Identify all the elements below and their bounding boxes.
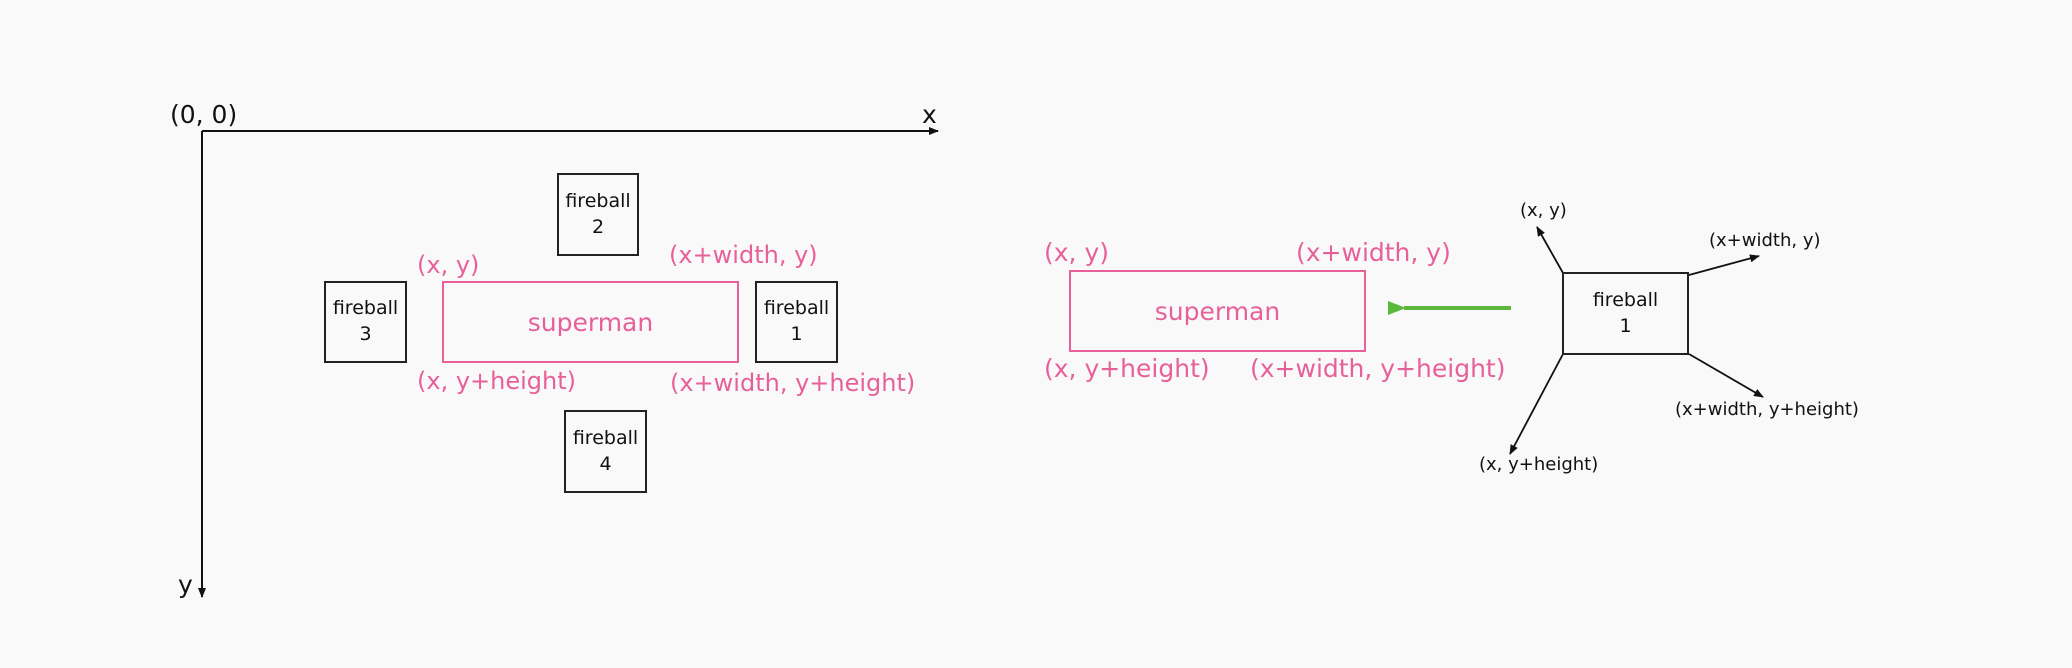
right-corner-tr: (x+width, y): [1296, 238, 1451, 267]
origin-label: (0, 0): [170, 100, 238, 129]
right-corner-bl: (x, y+height): [1044, 354, 1210, 383]
superman-label-right: superman: [1154, 296, 1281, 326]
fireball-2: fireball 2: [557, 173, 639, 256]
superman-box-right: superman: [1069, 270, 1366, 352]
left-corner-br: (x+width, y+height): [670, 369, 916, 397]
y-axis-label: y: [178, 570, 193, 599]
right-corner-tl: (x, y): [1044, 238, 1109, 267]
fireball-corner-tl: (x, y): [1520, 200, 1567, 221]
superman-box-left: superman: [442, 281, 739, 363]
fireball-4: fireball 4: [564, 410, 647, 493]
fireball-1-right: fireball 1: [1562, 272, 1689, 355]
left-corner-bl: (x, y+height): [417, 367, 576, 395]
x-axis-label: x: [922, 100, 937, 129]
fireball-corner-bl: (x, y+height): [1479, 454, 1599, 475]
fireball-3-number: 3: [359, 323, 372, 345]
fireball-corner-br: (x+width, y+height): [1675, 399, 1859, 420]
superman-label-left: superman: [527, 307, 654, 337]
left-corner-tr: (x+width, y): [669, 241, 818, 269]
fireball-corner-tr: (x+width, y): [1709, 230, 1821, 251]
pointer-tl: [1536, 226, 1564, 274]
fireball-3: fireball 3: [324, 281, 407, 363]
pointer-tr: [1688, 254, 1760, 276]
fireball-4-number: 4: [599, 452, 612, 475]
fireball-4-label: fireball: [572, 426, 639, 449]
fireball-2-label: fireball: [565, 189, 631, 212]
fireball-1-right-number: 1: [1619, 314, 1632, 337]
fireball-1-number: 1: [790, 323, 803, 345]
left-corner-tl: (x, y): [417, 251, 480, 279]
fireball-1-right-label: fireball: [1592, 288, 1659, 311]
right-corner-br: (x+width, y+height): [1250, 354, 1506, 383]
fireball-2-number: 2: [591, 215, 605, 238]
fireball-1-label: fireball: [763, 297, 830, 320]
fireball-3-label: fireball: [332, 297, 399, 320]
pointer-bl: [1509, 353, 1564, 455]
fireball-1: fireball 1: [755, 281, 838, 363]
pointer-br: [1688, 353, 1764, 398]
